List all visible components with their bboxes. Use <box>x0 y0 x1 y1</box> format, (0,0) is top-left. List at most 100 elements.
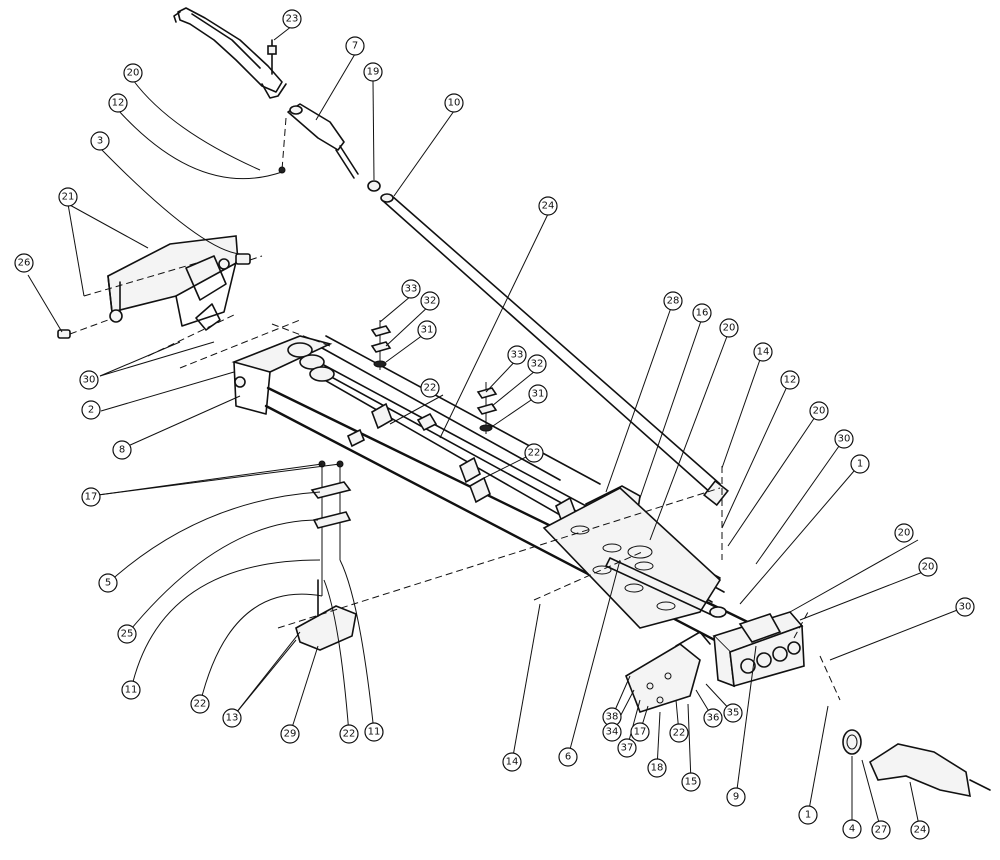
pin-26 <box>57 319 109 339</box>
callout-bubble: 30 <box>834 429 854 449</box>
nut-19 <box>367 180 381 192</box>
callout-bubble: 37 <box>617 738 637 758</box>
callout-label: 24 <box>542 201 555 212</box>
callout-label: 20 <box>898 528 911 539</box>
washer-stack-left <box>370 320 392 370</box>
callout-bubble: 23 <box>282 9 302 29</box>
callout-label: 1 <box>857 459 863 470</box>
callout-label: 30 <box>959 602 972 613</box>
callout-label: 26 <box>18 258 31 269</box>
callout-bubble: 5 <box>98 573 118 593</box>
callout-label: 14 <box>757 347 770 358</box>
callout-label: 17 <box>634 727 647 738</box>
pedal-24-bottom <box>868 743 991 798</box>
spring-cylinder <box>605 557 727 618</box>
callout-label: 22 <box>528 448 541 459</box>
callout-label: 3 <box>97 136 103 147</box>
callout-label: 35 <box>727 708 740 719</box>
callout-label: 31 <box>532 389 545 400</box>
callout-label: 17 <box>85 492 98 503</box>
callout-label: 20 <box>723 323 736 334</box>
cap-4 <box>842 729 862 755</box>
cylinder-7 <box>287 103 359 179</box>
callout-bubble: 14 <box>753 342 773 362</box>
callout-bubble: 20 <box>894 523 914 543</box>
callout-bubble: 20 <box>123 63 143 83</box>
callout-bubble: 22 <box>524 443 544 463</box>
callout-label: 13 <box>226 713 239 724</box>
callout-bubble: 20 <box>918 557 938 577</box>
callouts: 23 7 19 10 20 12 3 21 26 24 33 32 31 30 … <box>14 9 975 840</box>
callout-label: 31 <box>421 325 434 336</box>
callout-bubble: 14 <box>502 752 522 772</box>
callout-label: 14 <box>506 757 519 768</box>
callout-bubble: 7 <box>345 36 365 56</box>
callout-label: 16 <box>696 308 709 319</box>
callout-bubble: 30 <box>955 597 975 617</box>
callout-bubble: 25 <box>117 624 137 644</box>
callout-bubble: 1 <box>798 805 818 825</box>
callout-label: 5 <box>105 578 111 589</box>
callout-label: 38 <box>606 712 619 723</box>
callout-bubble: 36 <box>703 708 723 728</box>
callout-label: 20 <box>813 406 826 417</box>
callout-bubble: 26 <box>14 253 34 273</box>
callout-label: 11 <box>125 685 138 696</box>
callout-label: 29 <box>284 729 297 740</box>
callout-label: 34 <box>606 727 619 738</box>
callout-label: 36 <box>707 713 720 724</box>
callout-label: 21 <box>62 192 75 203</box>
callout-bubble: 18 <box>647 758 667 778</box>
washer-stack-right <box>476 382 498 434</box>
pin-20-upper <box>278 117 287 174</box>
pedestal-mount <box>295 460 357 651</box>
lower-bracket <box>625 631 711 713</box>
callout-bubble: 22 <box>190 694 210 714</box>
callout-bubble: 20 <box>719 318 739 338</box>
callout-label: 30 <box>83 375 96 386</box>
callout-label: 33 <box>405 284 418 295</box>
callout-label: 6 <box>565 752 571 763</box>
callout-bubble: 22 <box>669 723 689 743</box>
callout-bubble: 32 <box>420 291 440 311</box>
callout-bubble: 9 <box>726 787 746 807</box>
bolt-23 <box>267 39 277 75</box>
callout-label: 30 <box>838 434 851 445</box>
rod-10 <box>380 193 729 507</box>
callout-bubble: 17 <box>81 487 101 507</box>
callout-label: 32 <box>424 296 437 307</box>
callout-label: 11 <box>368 727 381 738</box>
callout-bubble: 16 <box>692 303 712 323</box>
callout-label: 10 <box>448 98 461 109</box>
callout-bubble: 8 <box>112 440 132 460</box>
callout-bubble: 31 <box>528 384 548 404</box>
callout-label: 4 <box>849 824 855 835</box>
callout-bubble: 3 <box>90 131 110 151</box>
callout-label: 7 <box>352 41 358 52</box>
callout-bubble: 17 <box>630 722 650 742</box>
bushing-3 <box>235 253 263 265</box>
callout-label: 8 <box>119 445 125 456</box>
callout-bubble: 30 <box>79 370 99 390</box>
end-cap-box <box>107 235 239 331</box>
callout-bubble: 24 <box>538 196 558 216</box>
callout-bubble: 24 <box>910 820 930 840</box>
callout-bubble: 6 <box>558 747 578 767</box>
callout-label: 20 <box>922 562 935 573</box>
callout-label: 19 <box>367 67 380 78</box>
callout-bubble: 4 <box>842 819 862 839</box>
callout-bubble: 32 <box>527 354 547 374</box>
callout-bubble: 33 <box>507 345 527 365</box>
callout-bubble: 1 <box>850 454 870 474</box>
callout-label: 15 <box>685 777 698 788</box>
callout-label: 2 <box>88 405 94 416</box>
callout-bubble: 20 <box>809 401 829 421</box>
callout-bubble: 27 <box>871 820 891 840</box>
callout-label: 27 <box>875 825 888 836</box>
callout-label: 9 <box>733 792 739 803</box>
callout-label: 37 <box>621 743 634 754</box>
callout-bubble: 10 <box>444 93 464 113</box>
callout-bubble: 34 <box>602 722 622 742</box>
slotted-plate <box>542 487 722 629</box>
